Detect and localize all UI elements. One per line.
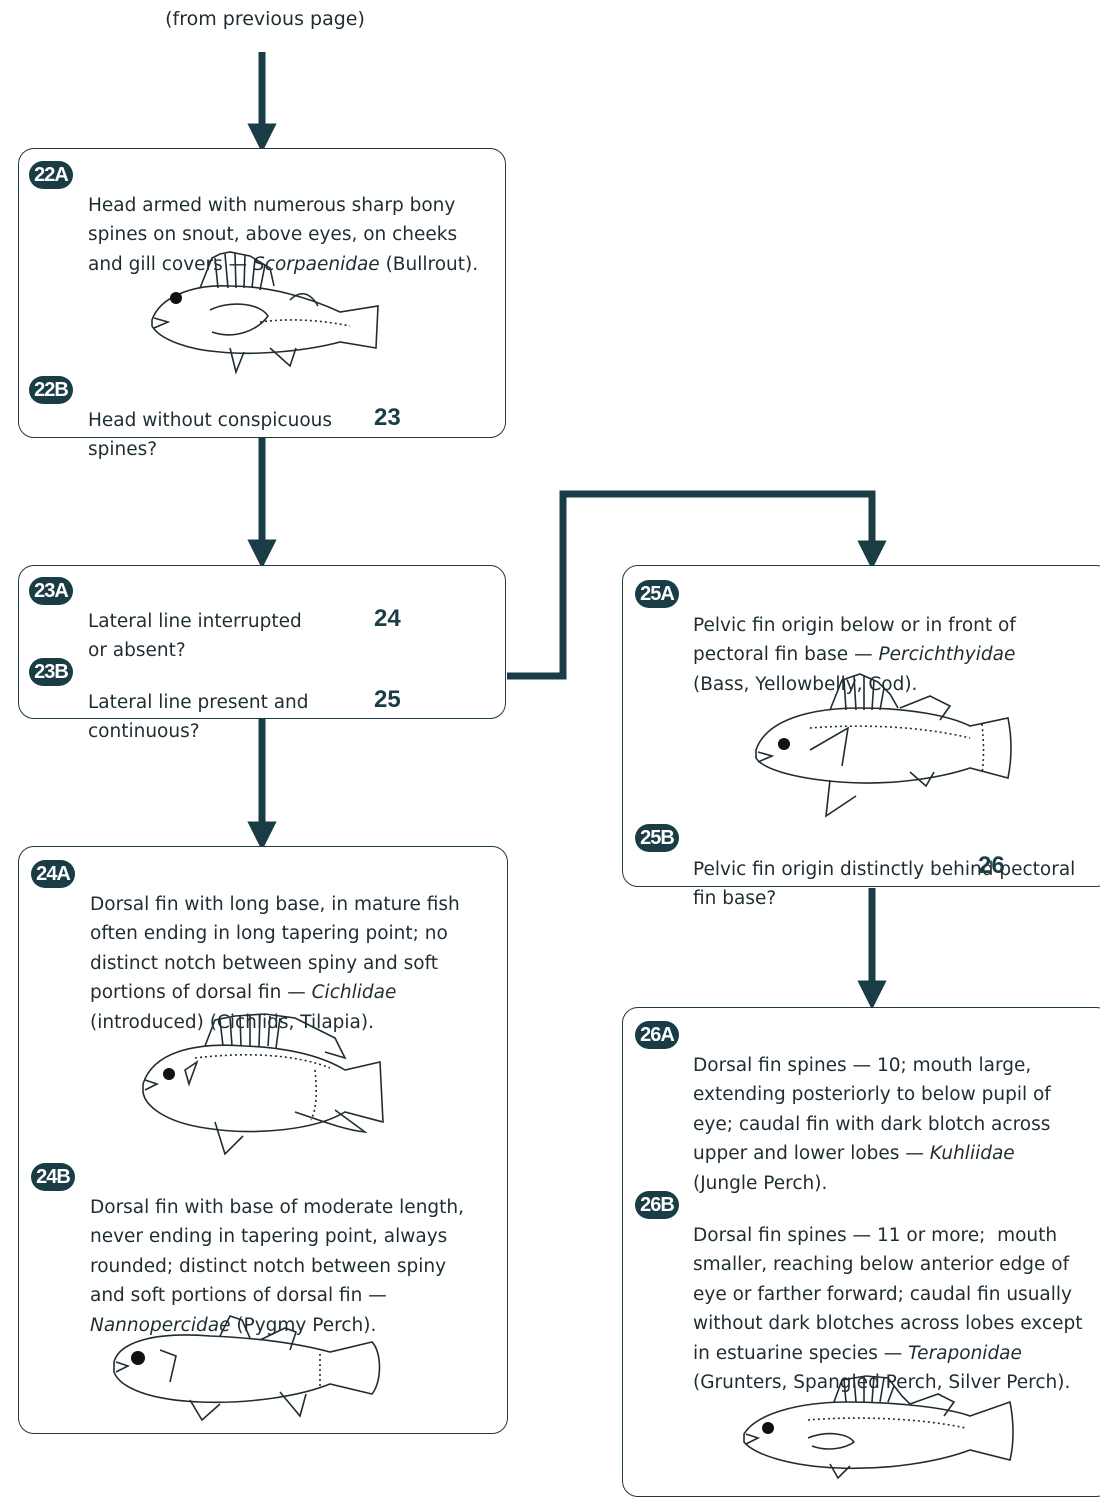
badge-26b: 26B: [635, 1191, 679, 1219]
node-24-box: [18, 846, 508, 1434]
node-26a-text: Dorsal fin spines — 10; mouth large,exte…: [693, 1054, 1051, 1194]
node-24b-text: Dorsal fin with base of moderate length,…: [90, 1196, 465, 1336]
arrow-23-to-25: [507, 490, 887, 680]
goto-23-label: 23: [374, 404, 401, 431]
badge-23a: 23A: [29, 577, 73, 605]
goto-25-label: 25: [374, 686, 401, 713]
badge-25a: 25A: [635, 580, 679, 608]
node-24a-text: Dorsal fin with long base, in mature fis…: [90, 893, 460, 1033]
percichthyid-fish-illustration: [755, 673, 1012, 818]
goto-24-label: 24: [374, 605, 401, 632]
badge-24b: 24B: [31, 1163, 75, 1191]
node-23-box: [18, 565, 506, 719]
badge-26a: 26A: [635, 1021, 679, 1049]
badge-25b: 25B: [635, 824, 679, 852]
node-22-box: [18, 148, 506, 438]
from-previous-page-label: (from previous page): [165, 8, 365, 30]
badge-22a: 22A: [29, 161, 73, 189]
cichlid-fish-illustration: [142, 1013, 384, 1156]
badge-24a: 24A: [31, 860, 75, 888]
node-26-box: [622, 1007, 1100, 1497]
pygmy-perch-fish-illustration: [113, 1315, 381, 1422]
grunter-fish-illustration: [743, 1375, 1014, 1480]
badge-23b: 23B: [29, 658, 73, 686]
goto-26-label: 26: [978, 852, 1005, 879]
node-25b-text: Pelvic fin origin distinctly behind pect…: [693, 858, 1076, 910]
badge-22b: 22B: [29, 376, 73, 404]
bullrout-fish-illustration: [151, 251, 379, 375]
